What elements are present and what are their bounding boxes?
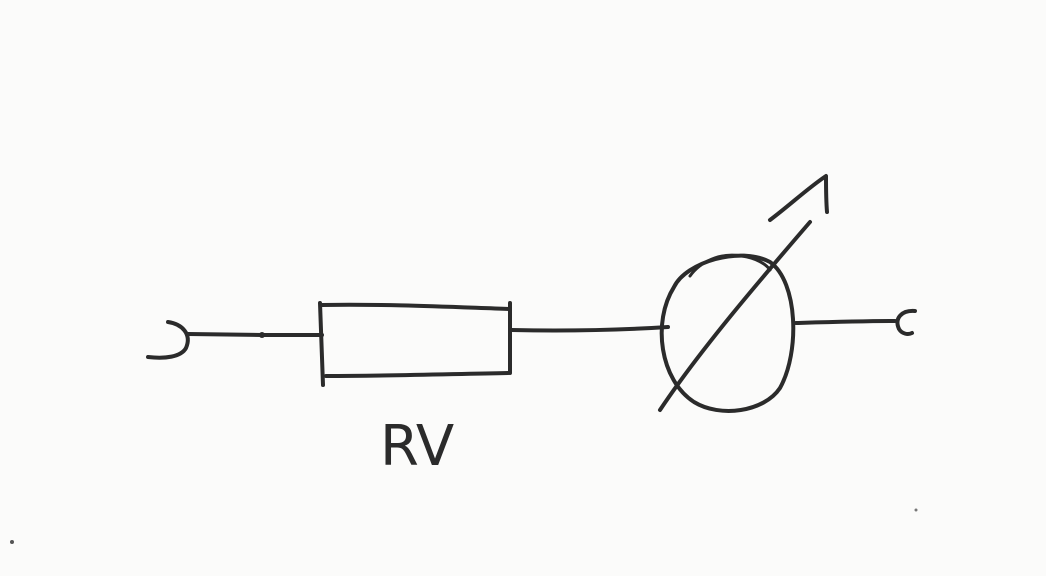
variable-element (658, 174, 829, 413)
right-terminal (895, 308, 917, 336)
paper-speck (914, 508, 918, 512)
junction-dot (259, 332, 265, 338)
right-wire (794, 319, 897, 325)
paper-speck (10, 540, 14, 544)
resistor (318, 301, 512, 387)
left-wire (186, 332, 324, 337)
middle-wire (510, 325, 670, 333)
resistor-label: RV (380, 414, 454, 479)
left-terminal (146, 320, 190, 360)
